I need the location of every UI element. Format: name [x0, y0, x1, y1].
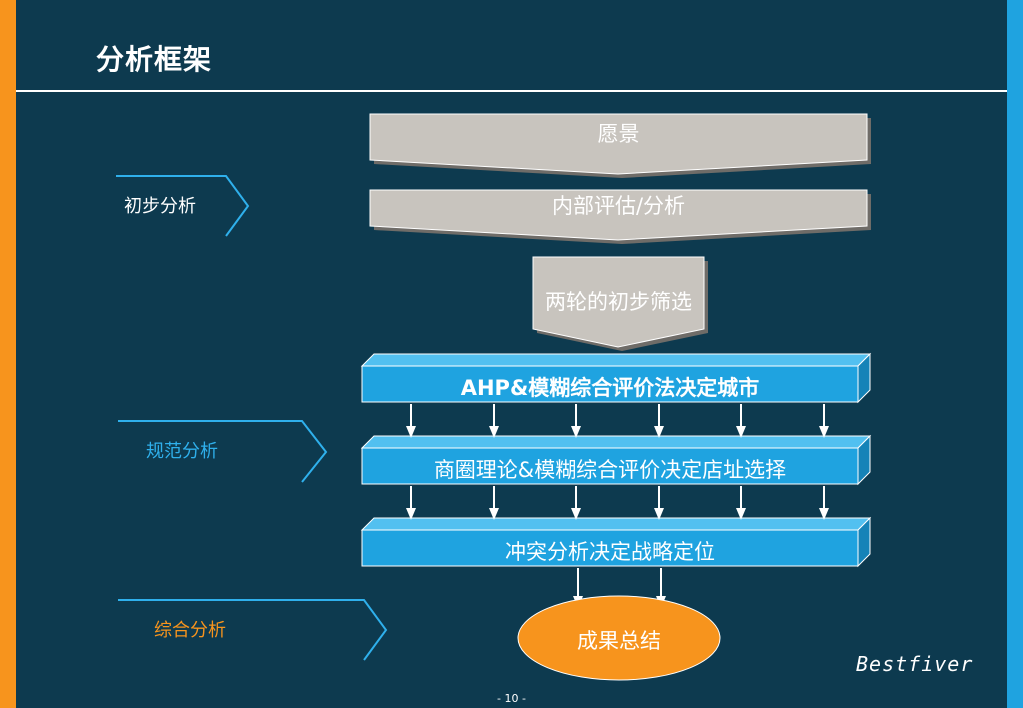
- page-title: 分析框架: [96, 43, 213, 76]
- screening-box: 两轮的初步筛选: [545, 290, 692, 314]
- arrows-row-1: [406, 404, 829, 438]
- stage-label-preliminary: 初步分析: [124, 196, 196, 217]
- comprehensive-chevron-line: [118, 599, 388, 661]
- vision-box: 愿景: [597, 122, 640, 146]
- result-ellipse: [517, 595, 721, 681]
- store-site-box: 商圈理论&模糊综合评价决定店址选择: [433, 458, 787, 482]
- arrows-row-2: [406, 486, 829, 520]
- result-summary-label: 成果总结: [577, 629, 661, 653]
- screening-shape: [532, 256, 708, 351]
- internal-eval-shape: [369, 189, 871, 244]
- preliminary-chevron-line: [116, 175, 250, 237]
- store-site-box-shape: [360, 434, 872, 486]
- internal-eval-box: 内部评估/分析: [551, 194, 686, 218]
- stage-label-comprehensive: 综合分析: [154, 620, 226, 641]
- brand-logo-text: Bestfiver: [856, 652, 974, 676]
- ahp-box-shape: [360, 352, 872, 404]
- vision-shape: [369, 113, 871, 178]
- conflict-box-shape: [360, 516, 872, 568]
- conflict-strategy-box: 冲突分析决定战略定位: [505, 540, 715, 564]
- normative-chevron-line: [118, 420, 328, 483]
- stage-label-normative: 规范分析: [146, 441, 218, 462]
- left-accent-bar: [0, 0, 16, 708]
- title-divider: [16, 90, 1007, 92]
- right-accent-bar: [1007, 0, 1023, 708]
- page-number: - 10 -: [497, 692, 526, 705]
- ahp-city-box: AHP&模糊综合评价法决定城市: [460, 376, 760, 400]
